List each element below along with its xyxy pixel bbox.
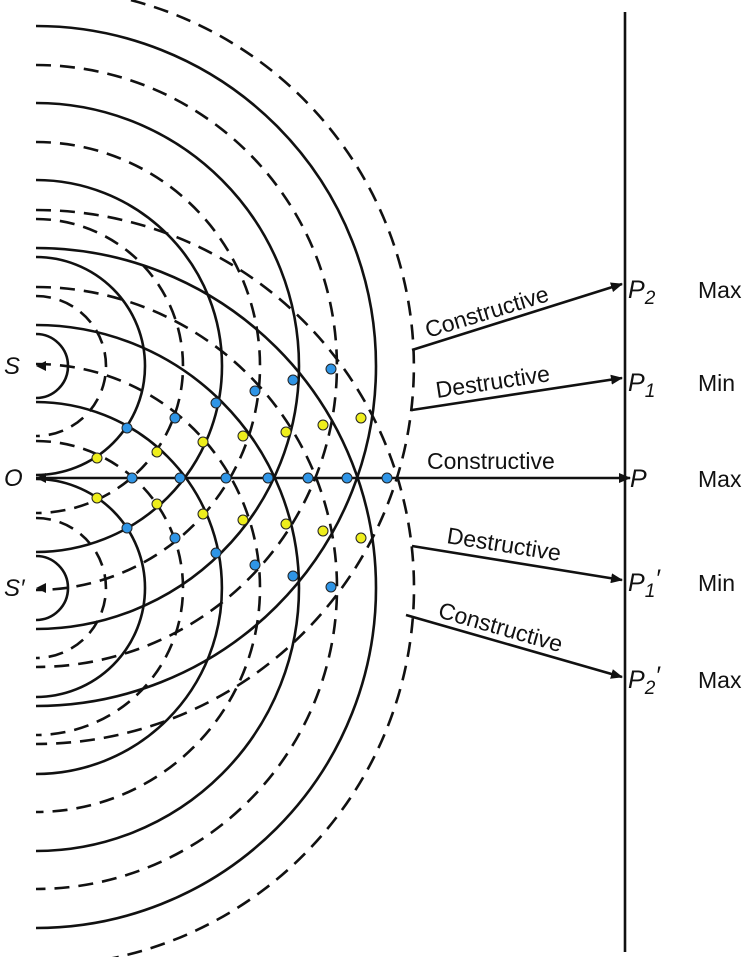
- destructive-point-5: [280, 426, 292, 438]
- destructive-point-mirror-2: [151, 498, 163, 510]
- destructive-point-mirror-5: [280, 518, 292, 530]
- source-markers: [36, 361, 46, 593]
- constructive-point-9: [169, 412, 181, 424]
- wavefront-trough-s-1: [36, 294, 108, 438]
- source-s-arrow-icon: [36, 361, 46, 371]
- wavefront-crest-s-4: [36, 101, 301, 631]
- constructive-point-5: [302, 472, 314, 484]
- origin-arrow-icon: [36, 473, 46, 483]
- ray-label-p1-prime: Destructive: [445, 522, 563, 566]
- destructive-point-7: [355, 412, 367, 424]
- wavefront-trough-s-3: [36, 140, 262, 592]
- wavefronts: [36, 0, 416, 957]
- point-label-p2: P2: [628, 276, 656, 309]
- destructive-point-mirror-7: [355, 532, 367, 544]
- wavefront-crest-s-prime-3: [36, 400, 224, 776]
- wavefront-crest-s-prime-2: [36, 477, 147, 699]
- constructive-point-12: [287, 374, 299, 386]
- constructive-point-2: [174, 472, 186, 484]
- constructive-point-8: [121, 422, 133, 434]
- constructive-point-1: [126, 472, 138, 484]
- point-label-p1: P1: [628, 369, 655, 402]
- wavefront-trough-s-2: [36, 217, 185, 515]
- result-label-p1: Min: [698, 370, 735, 396]
- interference-points: [91, 363, 393, 593]
- constructive-point-6: [341, 472, 353, 484]
- ray-label-p: Constructive: [427, 448, 555, 474]
- result-label-p1-prime: Min: [698, 570, 735, 596]
- destructive-point-2: [151, 446, 163, 458]
- result-label-p: Max: [698, 466, 742, 492]
- constructive-point-mirror-10: [210, 547, 222, 559]
- destructive-point-6: [317, 419, 329, 431]
- wavefront-trough-s-prime-2: [36, 439, 185, 737]
- constructive-point-3: [220, 472, 232, 484]
- wavefront-crest-s-prime-5: [36, 246, 378, 930]
- constructive-point-mirror-13: [325, 581, 337, 593]
- destructive-point-mirror-1: [91, 492, 103, 504]
- wavefront-crest-s-2: [36, 255, 147, 477]
- destructive-point-1: [91, 452, 103, 464]
- constructive-point-mirror-8: [121, 522, 133, 534]
- destructive-point-4: [237, 430, 249, 442]
- wavefront-trough-s-4: [36, 63, 339, 669]
- ray-label-p2-prime: Constructive: [436, 597, 566, 657]
- rays: [405, 282, 623, 679]
- constructive-point-mirror-12: [287, 570, 299, 582]
- ray-to-p1: [411, 374, 623, 412]
- wavefront-trough-s-prime-3: [36, 362, 262, 814]
- constructive-point-10: [210, 397, 222, 409]
- constructive-point-mirror-9: [169, 532, 181, 544]
- destructive-point-mirror-3: [197, 508, 209, 520]
- ray-to-p2-prime: [405, 613, 623, 679]
- source-s-label: S: [4, 353, 20, 380]
- wavefront-trough-s-prime-1: [36, 516, 108, 660]
- result-label-p2: Max: [698, 277, 742, 303]
- constructive-point-4: [262, 472, 274, 484]
- destructive-point-3: [197, 436, 209, 448]
- destructive-point-mirror-4: [237, 514, 249, 526]
- constructive-point-13: [325, 363, 337, 375]
- source-s-prime-label: S′: [4, 575, 26, 602]
- destructive-point-mirror-6: [317, 525, 329, 537]
- wavefront-crest-s-prime-1: [36, 554, 70, 622]
- wavefront-trough-s-prime-4: [36, 285, 339, 891]
- constructive-point-7: [381, 472, 393, 484]
- point-label-p2-prime: P2′: [628, 662, 661, 699]
- point-label-p1-prime: P1′: [628, 565, 661, 602]
- source-s-prime-arrow-icon: [36, 583, 46, 593]
- result-label-p2-prime: Max: [698, 667, 742, 693]
- constructive-point-11: [249, 385, 261, 397]
- wavefront-crest-s-prime-4: [36, 323, 301, 853]
- point-label-p: P: [630, 465, 647, 493]
- ray-to-p1-prime: [411, 544, 623, 584]
- origin-label: O: [4, 465, 23, 492]
- wavefront-crest-s-5: [36, 24, 378, 708]
- constructive-point-mirror-11: [249, 559, 261, 571]
- ray-to-p2: [411, 282, 623, 352]
